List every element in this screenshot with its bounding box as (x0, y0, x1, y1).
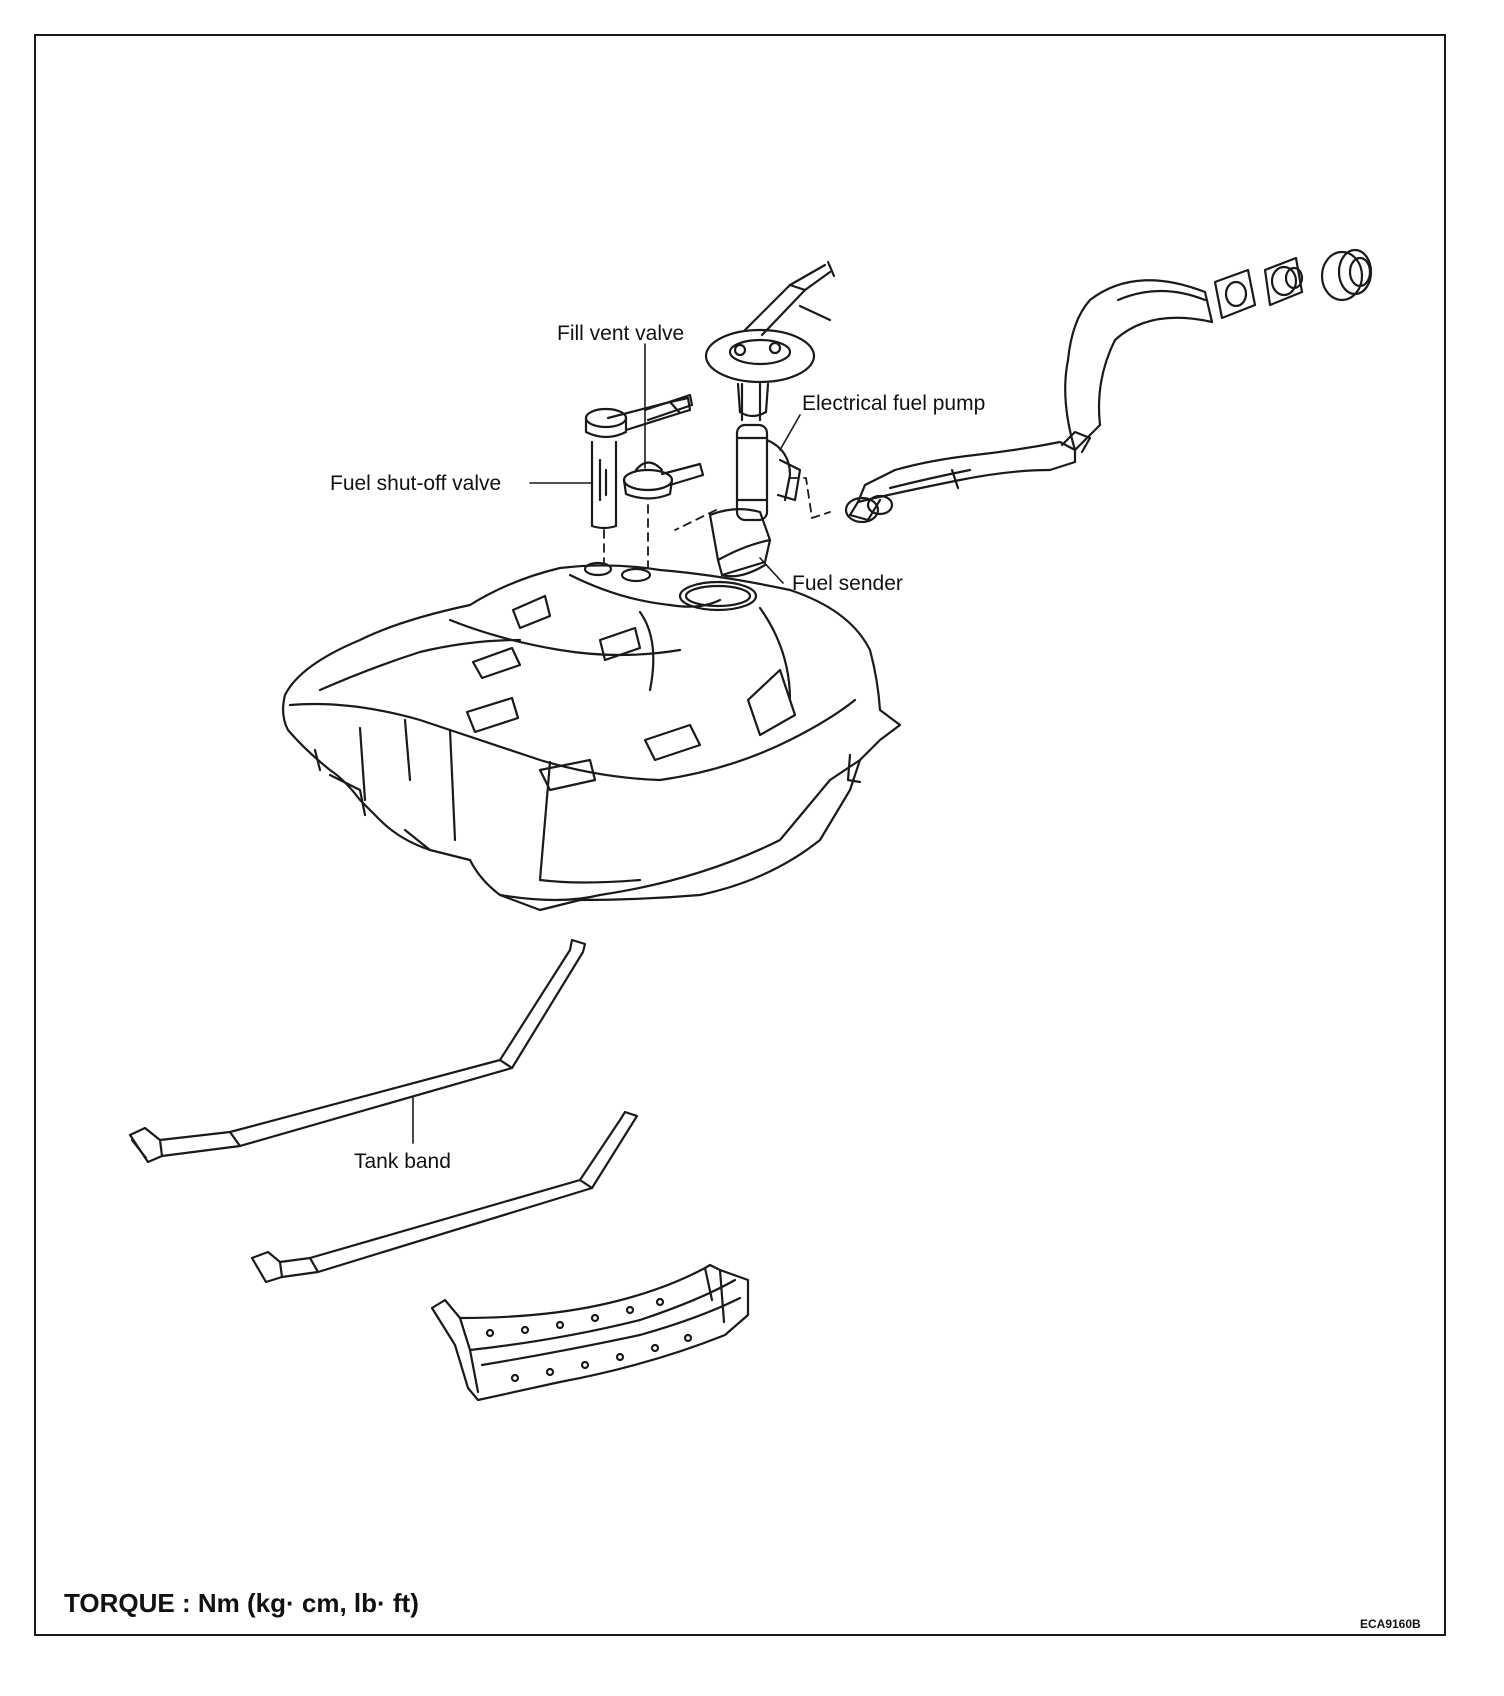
fuel-sender-label: Fuel sender (792, 572, 903, 595)
fuel-shutoff-valve (584, 396, 692, 530)
electrical-fuel-pump-body (735, 382, 802, 522)
figure-code: ECA9160B (1360, 1617, 1421, 1631)
diagram-frame (34, 34, 1446, 1636)
tank-band-lower (250, 1110, 639, 1284)
fuel-pump-flange (704, 260, 836, 384)
leader-lines (412, 343, 801, 1144)
electrical-fuel-pump-label: Electrical fuel pump (802, 392, 986, 415)
fuel-filler-neck (844, 279, 1214, 524)
fuel-shutoff-valve-label: Fuel shut-off valve (330, 472, 502, 495)
fill-vent-valve-label: Fill vent valve (557, 322, 685, 345)
tank-band-upper (128, 938, 587, 1164)
fuel-filler-cap (1320, 248, 1373, 302)
fuel-sender (708, 508, 772, 578)
tank-band-label: Tank band (354, 1150, 451, 1173)
filler-gaskets (1213, 256, 1304, 320)
assembly-guide-lines (603, 477, 831, 569)
torque-units-note: TORQUE : Nm (kg· cm, lb· ft) (64, 1588, 419, 1618)
tank-protector (430, 1263, 750, 1402)
fuel-tank (281, 561, 902, 912)
fill-vent-valve (622, 393, 705, 500)
